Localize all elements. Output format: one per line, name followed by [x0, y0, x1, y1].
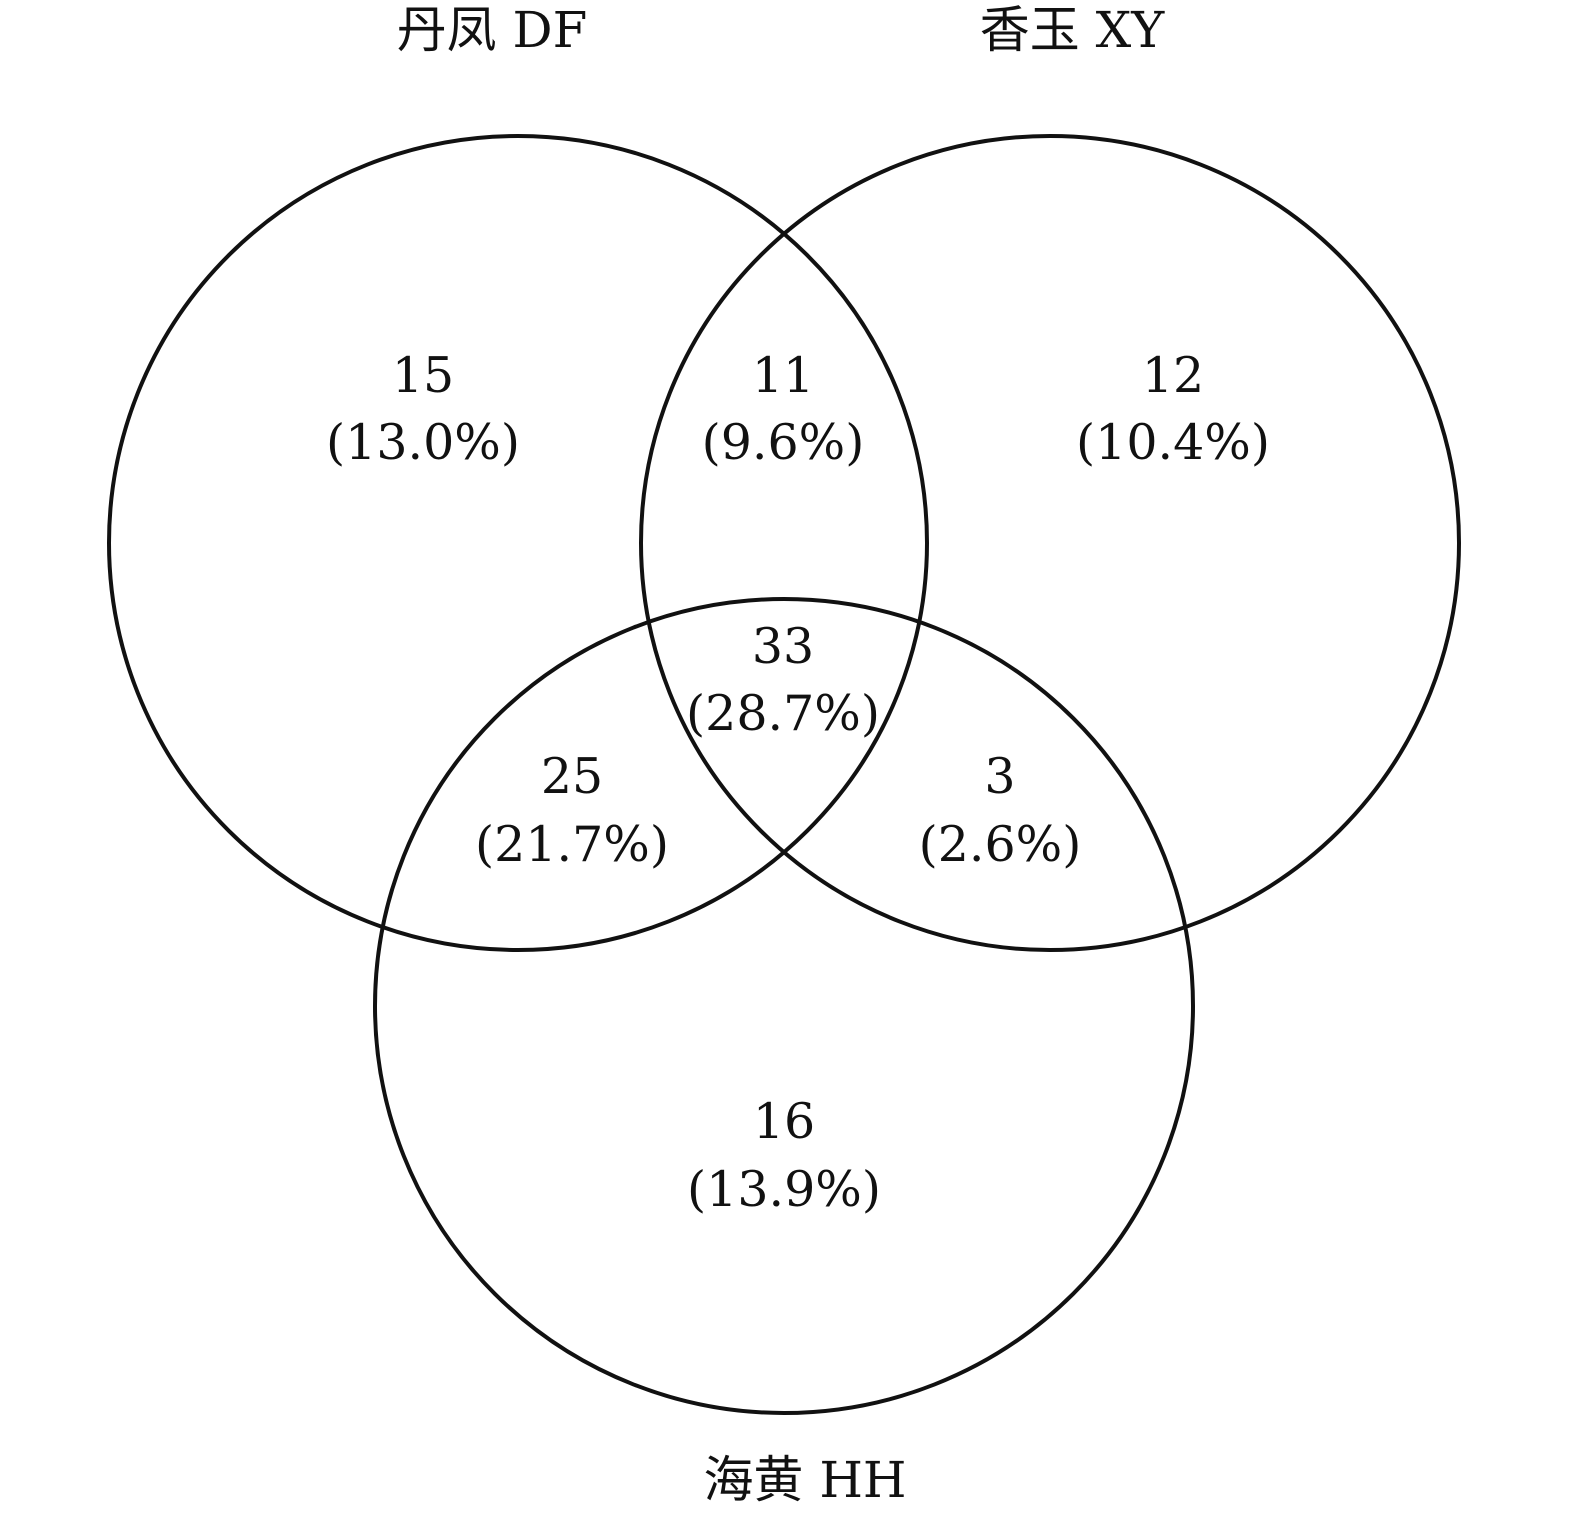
- region-df-hh-count: 25: [541, 748, 603, 805]
- region-df-only-count: 15: [392, 347, 454, 404]
- region-all-percent: (28.7%): [686, 685, 880, 742]
- circle-df: [107, 134, 929, 952]
- region-xy-hh-percent: (2.6%): [919, 816, 1082, 873]
- region-xy-hh-count: 3: [984, 748, 1015, 805]
- circle-xy: [639, 134, 1461, 952]
- region-df-hh-percent: (21.7%): [475, 816, 669, 873]
- region-df-xy-percent: (9.6%): [702, 414, 865, 471]
- circle-hh: [373, 597, 1195, 1415]
- region-xy-only-count: 12: [1142, 347, 1204, 404]
- set-label-df: 丹凤 DF: [397, 1, 588, 59]
- region-xy-only-percent: (10.4%): [1076, 414, 1270, 471]
- region-all-count: 33: [752, 618, 814, 675]
- region-df-only-percent: (13.0%): [326, 414, 520, 471]
- region-df-xy-count: 11: [752, 347, 814, 404]
- region-hh-only-count: 16: [753, 1093, 815, 1150]
- set-label-xy: 香玉 XY: [980, 1, 1165, 59]
- region-hh-only-percent: (13.9%): [687, 1161, 881, 1218]
- set-label-hh: 海黄 HH: [703, 1451, 906, 1509]
